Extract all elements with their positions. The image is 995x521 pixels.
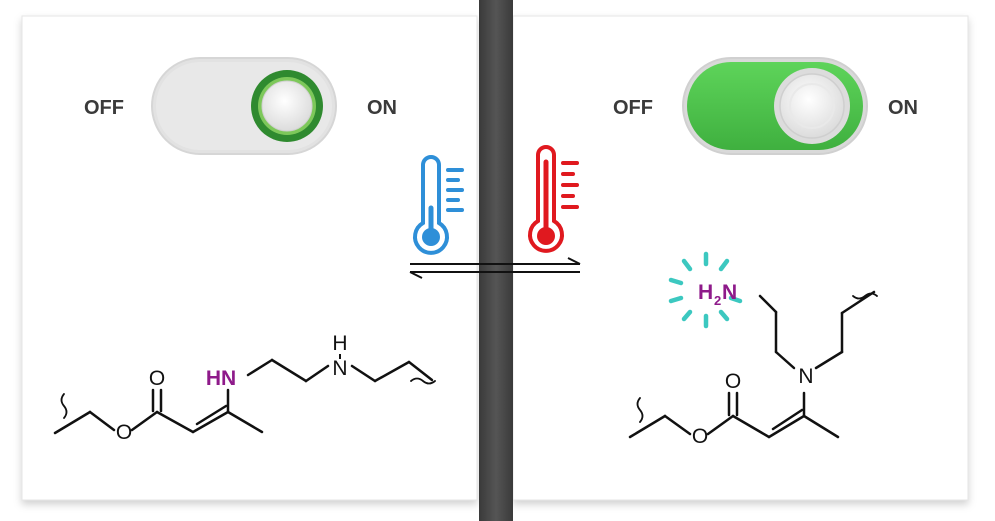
right-off-label: OFF	[613, 97, 653, 119]
thermometer-cold-icon	[413, 155, 464, 255]
thermometer-hot-icon	[528, 145, 579, 253]
toggle-switch-off	[151, 57, 337, 155]
right-carbonyl-o: O	[725, 370, 741, 393]
amine-n: N	[722, 281, 737, 304]
right-ester-o: O	[692, 425, 708, 448]
right-molecule	[628, 290, 878, 439]
left-carbonyl-o: O	[149, 367, 165, 390]
amine-glow-icon	[668, 251, 743, 329]
toggle-switch-on	[682, 57, 868, 155]
amine-label: H 2 N	[698, 281, 737, 308]
right-on-label: ON	[888, 97, 918, 119]
left-nh-h-label: H	[332, 332, 347, 355]
amine-h: H	[698, 281, 713, 304]
switch-knob	[251, 70, 323, 142]
right-n-label: N	[798, 365, 813, 388]
left-on-label: ON	[367, 97, 397, 119]
center-divider	[479, 0, 513, 521]
left-molecule	[53, 358, 436, 435]
left-n-label: N	[332, 357, 347, 380]
switch-knob	[774, 68, 850, 144]
left-off-label: OFF	[84, 97, 124, 119]
left-hn-label: HN	[206, 367, 236, 390]
left-ester-o: O	[116, 421, 132, 444]
equilibrium-arrows-icon	[409, 257, 581, 279]
amine-subscript: 2	[714, 293, 721, 308]
